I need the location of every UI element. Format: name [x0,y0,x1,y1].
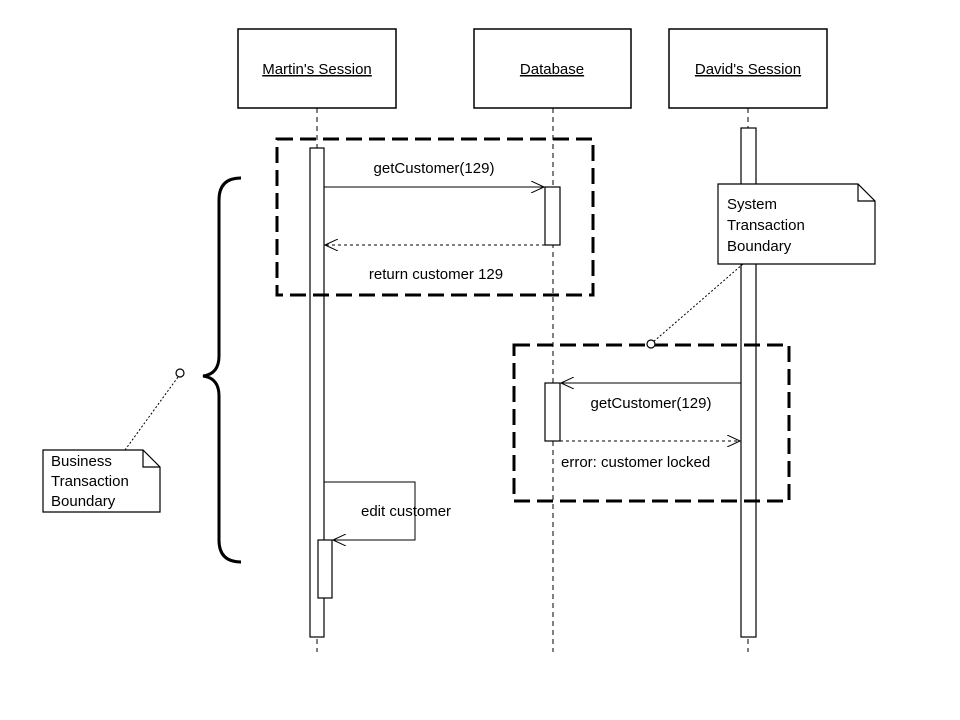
note-business-connector [124,376,179,451]
lifeline-david-box [668,28,828,109]
message-get-customer-2-label: getCustomer(129) [591,395,712,412]
note-system-transaction-boundary: System Transaction Boundary [717,183,876,265]
activation-database-2 [544,382,561,442]
note-system-line-3: Boundary [727,238,792,255]
note-business-anchor [175,368,185,378]
note-business-line-2: Transaction [51,473,129,490]
message-get-customer-1-label: getCustomer(129) [374,160,495,177]
activation-martin-main [309,147,325,638]
message-return-customer-label: return customer 129 [369,266,503,283]
note-business-line-3: Boundary [51,493,116,510]
message-edit-customer-arrow [324,481,416,540]
lifeline-martin-box [237,28,397,109]
note-business-line-1: Business [51,453,112,470]
activation-martin-edit [317,539,333,599]
lifeline-database: Database [473,28,632,652]
lifeline-database-label: Database [520,61,584,78]
note-system-anchor [646,339,656,349]
note-business-transaction-boundary: Business Transaction Boundary [42,449,161,513]
business-transaction-brace [202,176,242,564]
note-system-line-1: System [727,196,777,213]
activation-database-1 [544,186,561,246]
message-error-locked-label: error: customer locked [561,454,710,471]
note-system-line-2: Transaction [727,217,805,234]
note-system-connector [651,263,744,344]
system-transaction-box-david [512,343,791,503]
system-transaction-box-martin [275,137,595,297]
lifeline-david: David's Session [668,28,828,652]
lifeline-martin: Martin's Session [237,28,397,652]
lifeline-david-label: David's Session [695,61,801,78]
lifeline-martin-label: Martin's Session [262,61,372,78]
message-edit-customer-label: edit customer [361,503,451,520]
